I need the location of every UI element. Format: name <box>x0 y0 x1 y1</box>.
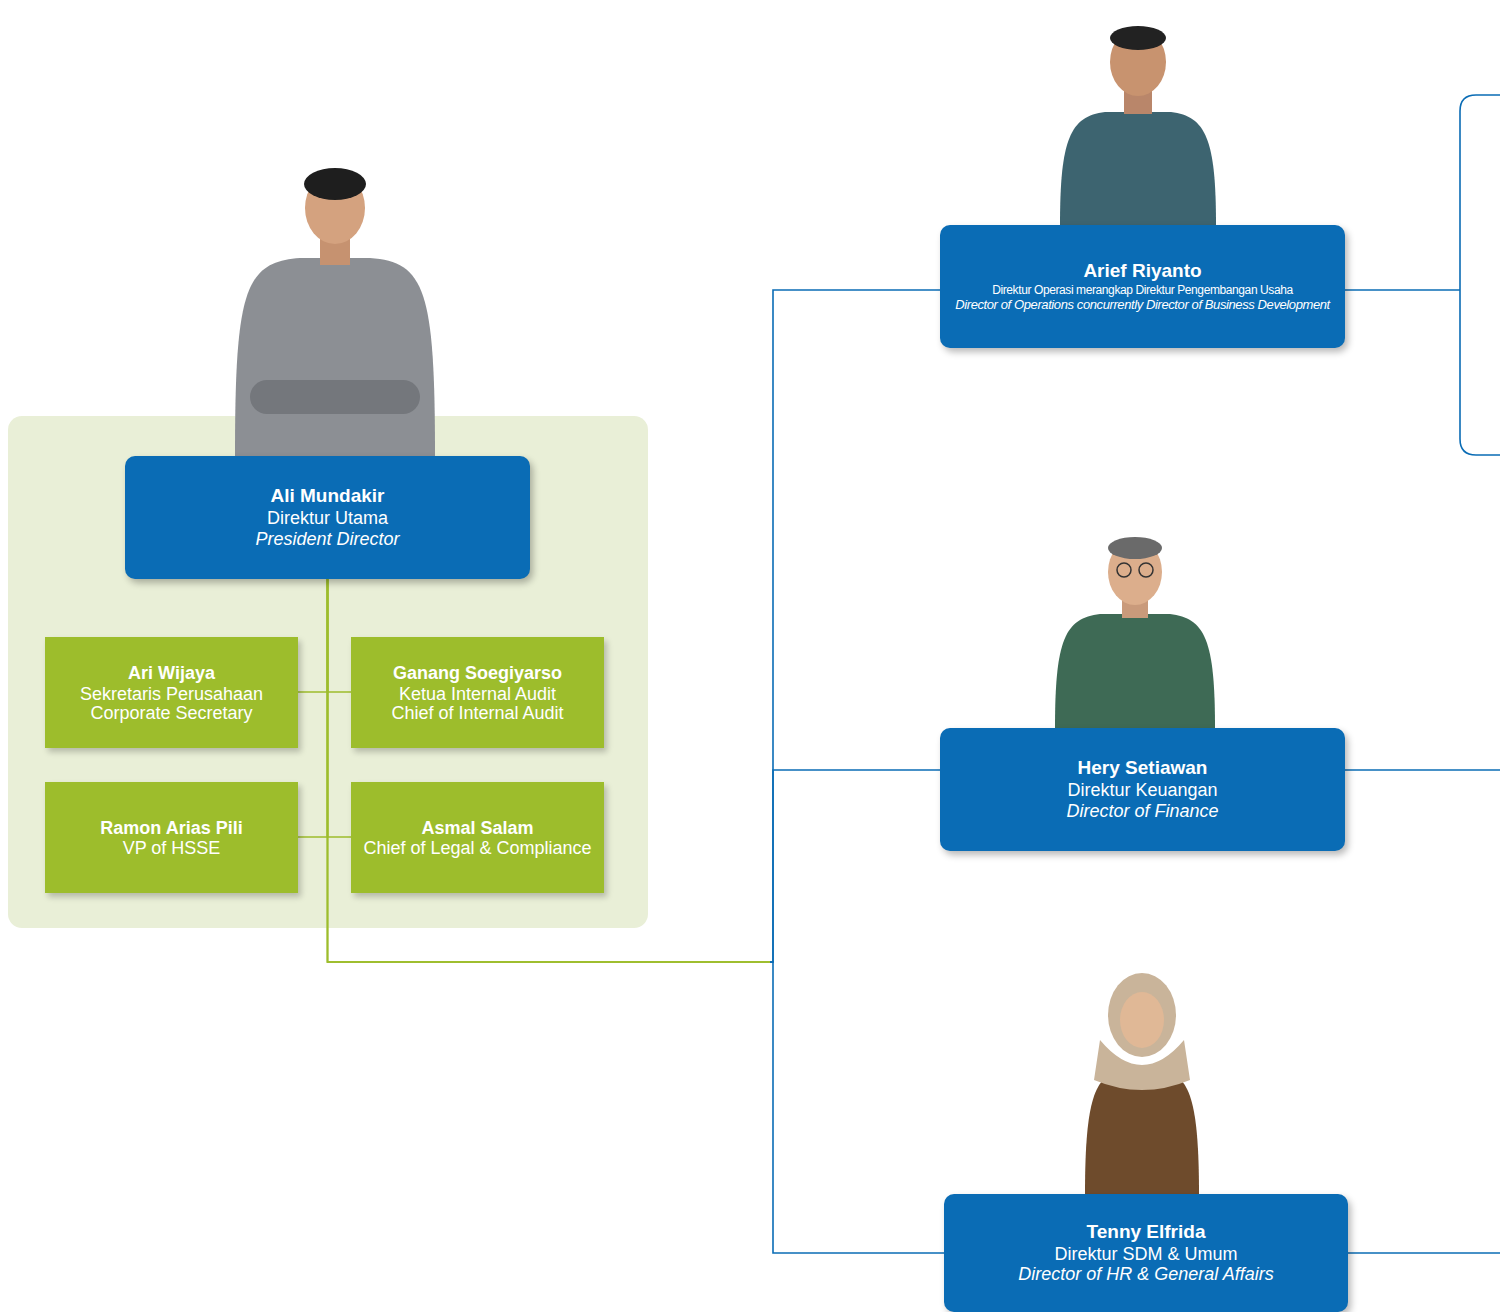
portrait-arms <box>250 380 420 414</box>
portrait-body <box>1085 1072 1199 1194</box>
director-box: Hery SetiawanDirektur KeuanganDirector o… <box>940 728 1345 851</box>
role-title: Sekretaris Perusahaan <box>80 685 263 704</box>
staff-box: Ramon Arias PiliVP of HSSE <box>45 782 298 893</box>
role-title: Direktur Utama <box>267 508 388 529</box>
portrait-glasses <box>1139 563 1153 577</box>
role-title: Direktur Keuangan <box>1067 780 1217 801</box>
connector-line <box>328 290 941 962</box>
connector-line <box>328 579 941 962</box>
connector-line <box>328 579 945 1253</box>
portrait-glasses <box>1117 563 1131 577</box>
branch-line <box>1348 1252 1500 1254</box>
connector-line <box>298 579 328 692</box>
role-title-en: Director of Finance <box>1066 801 1218 822</box>
branch-line <box>1345 289 1460 291</box>
role-title: Direktur Operasi merangkap Direktur Peng… <box>992 283 1293 297</box>
person-name: Ramon Arias Pili <box>100 817 242 840</box>
portrait-hijab <box>1108 973 1176 1057</box>
staff-box: Ganang SoegiyarsoKetua Internal AuditChi… <box>351 637 604 748</box>
connector-line <box>298 579 328 837</box>
director-box: Tenny ElfridaDirektur SDM & UmumDirector… <box>944 1194 1348 1312</box>
portrait-tenny <box>1085 973 1199 1194</box>
portrait-hery <box>1055 537 1215 728</box>
role-title-en: Corporate Secretary <box>90 704 252 723</box>
person-name: Asmal Salam <box>421 817 533 840</box>
portrait-head <box>1120 992 1164 1048</box>
portrait-body <box>1055 614 1215 728</box>
portrait-hair <box>1110 26 1166 50</box>
role-title-en: President Director <box>255 529 399 550</box>
role-title-en: Director of HR & General Affairs <box>1018 1264 1273 1285</box>
director-box: Arief RiyantoDirektur Operasi merangkap … <box>940 225 1345 348</box>
person-name: Ari Wijaya <box>128 662 215 685</box>
connector-line <box>328 579 352 692</box>
portrait-hair <box>304 168 366 200</box>
person-name: Tenny Elfrida <box>1087 1221 1206 1244</box>
portrait-body <box>235 258 435 456</box>
role-title: Direktur SDM & Umum <box>1054 1244 1237 1265</box>
staff-box: Ari WijayaSekretaris PerusahaanCorporate… <box>45 637 298 748</box>
role-title-en: Chief of Internal Audit <box>391 704 563 723</box>
branch-line <box>1345 769 1500 771</box>
role-title: Ketua Internal Audit <box>399 685 556 704</box>
person-name: Ganang Soegiyarso <box>393 662 562 685</box>
staff-box: Asmal SalamChief of Legal & Compliance <box>351 782 604 893</box>
role-title-en: Director of Operations concurrently Dire… <box>955 297 1330 313</box>
role-title: VP of HSSE <box>123 839 221 858</box>
portrait-body <box>1060 112 1216 225</box>
bracket <box>1460 95 1500 455</box>
person-name: Ali Mundakir <box>270 485 384 508</box>
person-name: Arief Riyanto <box>1083 260 1201 283</box>
president-box: Ali MundakirDirektur UtamaPresident Dire… <box>125 456 530 579</box>
person-name: Hery Setiawan <box>1078 757 1208 780</box>
portrait-arief <box>1060 26 1216 225</box>
portrait-hair <box>1108 537 1162 559</box>
connector-line <box>328 579 352 837</box>
portrait-ali <box>235 168 435 456</box>
role-title: Chief of Legal & Compliance <box>363 839 591 858</box>
